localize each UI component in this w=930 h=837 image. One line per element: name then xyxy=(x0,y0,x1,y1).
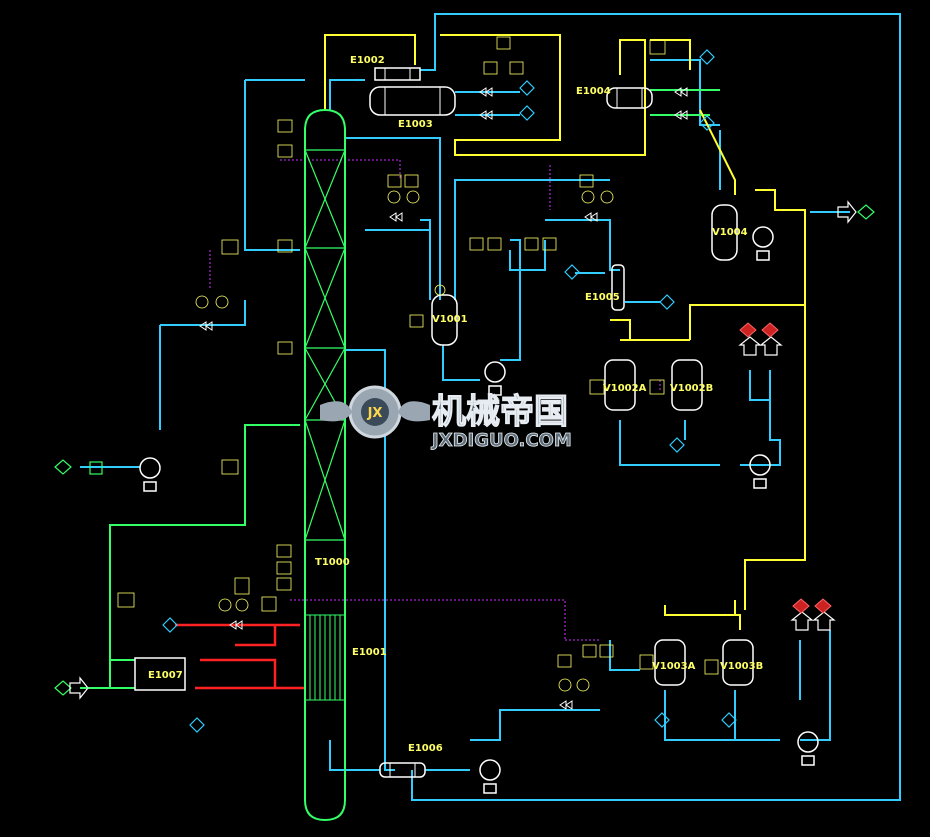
watermark: JX 机械帝国 JXDIGUO.COM xyxy=(320,385,572,451)
label-e1003: E1003 xyxy=(398,119,433,130)
label-e1005: E1005 xyxy=(585,292,620,303)
vessel-v1002b: V1002B xyxy=(670,359,713,411)
valves xyxy=(199,87,688,710)
watermark-chinese: 机械帝国 xyxy=(432,392,568,432)
label-e1006: E1006 xyxy=(408,743,443,754)
pump-bottoms xyxy=(479,759,501,794)
offpage-connectors xyxy=(54,204,875,696)
vessel-v1004: V1004 xyxy=(711,204,748,261)
label-e1004: E1004 xyxy=(576,86,611,97)
yellow-lines xyxy=(324,34,806,630)
watermark-badge: JX xyxy=(367,406,383,421)
label-v1002b: V1002B xyxy=(670,383,713,394)
offpage-cyan xyxy=(162,49,737,733)
label-v1003b: V1003B xyxy=(720,661,763,672)
exchanger-e1007: E1007 xyxy=(134,657,186,691)
pump-v1002 xyxy=(749,454,771,489)
pump-v1004 xyxy=(752,226,774,261)
signal-lines xyxy=(209,159,661,641)
exchanger-e1006: E1006 xyxy=(379,743,443,778)
pump-v1003 xyxy=(797,731,819,766)
label-v1002a: V1002A xyxy=(603,383,647,394)
vessel-v1002a: V1002A xyxy=(603,359,647,411)
exchanger-e1002: E1002 xyxy=(350,55,421,81)
watermark-latin: JXDIGUO.COM xyxy=(430,430,572,451)
label-v1003a: V1003A xyxy=(652,661,696,672)
exchanger-e1004: E1004 xyxy=(576,86,653,109)
label-e1007: E1007 xyxy=(148,670,183,681)
label-e1002: E1002 xyxy=(350,55,385,66)
vessel-v1001: V1001 xyxy=(431,294,468,346)
label-v1001: V1001 xyxy=(432,314,468,325)
exchanger-e1005: E1005 xyxy=(585,264,625,311)
instrument-tags xyxy=(117,36,719,675)
pump-feed xyxy=(139,457,161,492)
vent-diamonds xyxy=(739,322,832,614)
tower-t1000: T1000 E1001 xyxy=(304,108,387,822)
watermark-logo: JX xyxy=(320,385,430,439)
exchanger-e1003: E1003 xyxy=(369,86,456,130)
instrument-bubbles xyxy=(195,190,614,692)
vessel-v1003b: V1003B xyxy=(720,639,763,686)
green-lines xyxy=(80,89,720,689)
red-steam-lines xyxy=(175,623,305,690)
pump-reflux xyxy=(484,361,506,396)
vessel-v1003a: V1003A xyxy=(652,639,696,686)
flow-arrows xyxy=(69,200,857,700)
label-e1001: E1001 xyxy=(352,647,387,658)
label-t1000: T1000 xyxy=(315,557,350,568)
pumps xyxy=(139,226,819,794)
cyan-process-lines xyxy=(80,13,901,801)
label-v1004: V1004 xyxy=(712,227,748,238)
